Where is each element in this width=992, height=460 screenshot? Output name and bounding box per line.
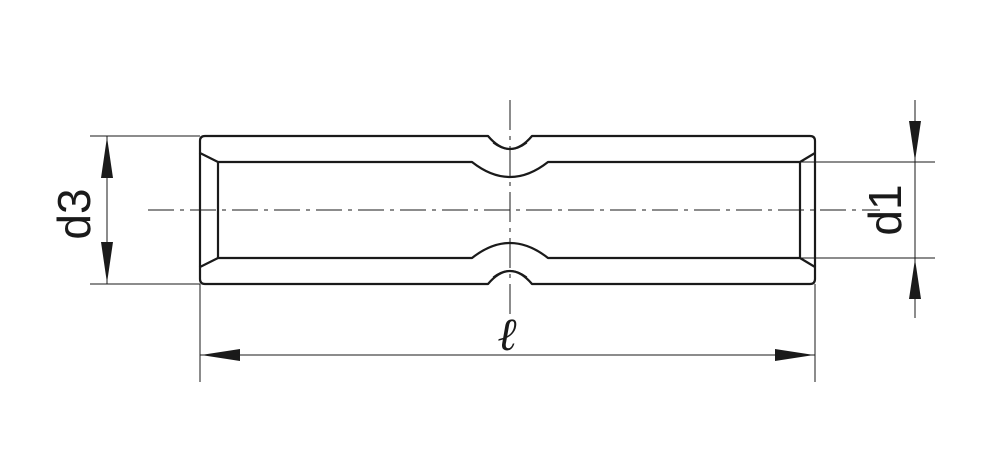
length-dimension: ℓ [199, 284, 816, 382]
d1-dimension: d1 [800, 100, 935, 318]
length-arrow-left [201, 349, 240, 361]
d3-dimension: d3 [48, 135, 200, 285]
d1-arrow-top [909, 121, 921, 161]
d3-arrow-bottom [101, 242, 113, 283]
bottom-crimp-arc [492, 270, 528, 278]
top-wall-section [198, 134, 817, 179]
d3-label: d3 [48, 188, 100, 239]
top-crimp-arc [492, 142, 528, 150]
d1-arrow-bottom [909, 259, 921, 299]
bottom-wall-section [198, 241, 817, 286]
d3-arrow-top [101, 137, 113, 178]
d1-label: d1 [859, 184, 911, 235]
length-arrow-right [775, 349, 814, 361]
length-label: ℓ [497, 309, 517, 360]
